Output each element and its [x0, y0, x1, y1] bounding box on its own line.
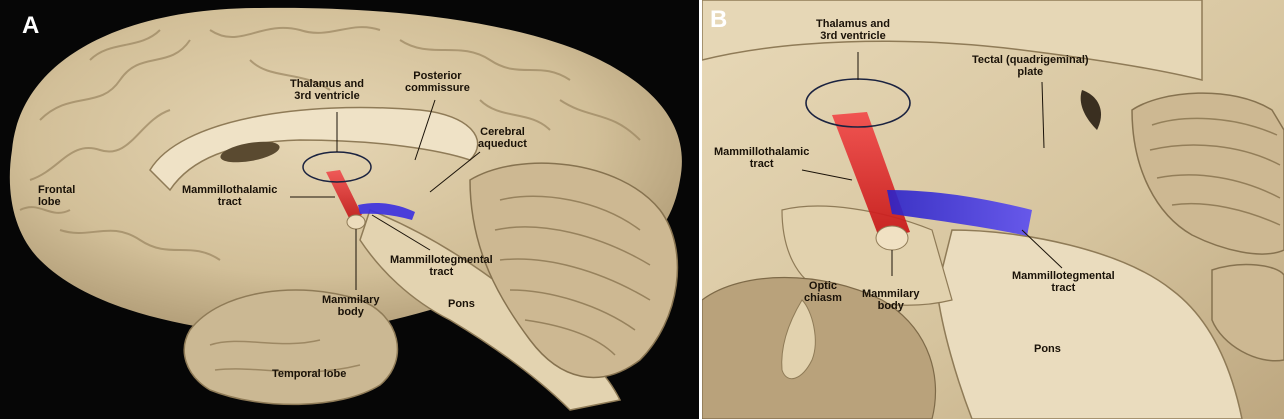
brain-sagittal-photo-a: [9, 7, 682, 411]
pons-b: [936, 229, 1243, 419]
label-cerebral-aqueduct-a: Cerebral aqueduct: [478, 126, 527, 150]
label-thalamus-b-line2: 3rd ventricle: [820, 30, 886, 42]
label-mammilary-a-line1: Mammilary: [322, 294, 380, 306]
label-aqueduct-line1: Cerebral: [480, 126, 525, 138]
gyri-texture: [19, 26, 641, 261]
mammillothalamic-tract-red-b: [832, 112, 910, 240]
label-mammilary-body-a: Mammilary body: [322, 294, 379, 318]
upper-structure: [702, 0, 1203, 81]
label-mteg-b-line1: Mammillotegmental: [1012, 270, 1115, 282]
mammillary-body-a: [346, 214, 366, 230]
label-aqueduct-line2: aqueduct: [478, 138, 527, 150]
mammillary-body-b: [875, 225, 909, 251]
cerebellar-folia: [494, 195, 651, 356]
label-mteg-b-line2: tract: [1051, 282, 1076, 294]
leader-lines-b: [801, 52, 1063, 276]
label-thalamus-b: Thalamus and 3rd ventricle: [816, 18, 890, 42]
leader-lines-a: [290, 99, 481, 290]
panel-a: A Thalamus and 3rd ventricle Posterior c…: [0, 0, 699, 419]
label-mammillothalamic-a: Mammillothalamic tract: [182, 184, 277, 208]
label-posterior-line1: Posterior: [413, 70, 462, 82]
label-posterior-line2: commissure: [405, 82, 470, 94]
label-mteg-a-line2: tract: [429, 266, 454, 278]
label-frontal-line1: Frontal: [38, 184, 76, 196]
lower-left-tissue: [702, 277, 937, 419]
label-tectal-line2: plate: [1017, 66, 1044, 78]
label-pons-a: Pons: [448, 298, 475, 310]
label-mammilary-b-line1: Mammilary: [862, 288, 920, 300]
label-mammilary-body-b: Mammilary body: [862, 288, 919, 312]
cerebellum-b: [1131, 92, 1284, 255]
label-mteg-a-line1: Mammillotegmental: [390, 254, 493, 266]
label-mammilary-b-line2: body: [877, 300, 904, 312]
label-mammillotegmental-a: Mammillotegmental tract: [390, 254, 493, 278]
cerebellar-folia-b: [1149, 117, 1281, 226]
ventricle-opening: [220, 141, 280, 163]
panel-b: B Thalamus and 3rd ventricle Tectal (qua…: [702, 0, 1284, 419]
label-optic-line1: Optic: [808, 280, 838, 292]
label-thalamus-a: Thalamus and 3rd ventricle: [290, 78, 364, 102]
brain-sagittal-photo-b: [702, 0, 1284, 419]
label-tectal-plate-b: Tectal (quadrigeminal) plate: [972, 54, 1089, 78]
label-mtt-b-line2: tract: [749, 158, 774, 170]
panel-a-letter: A: [22, 12, 40, 39]
label-pons-b: Pons: [1034, 343, 1061, 355]
mammillotegmental-tract-blue-b: [887, 190, 1032, 236]
label-optic-line2: chiasm: [804, 292, 842, 304]
label-frontal-line2: lobe: [38, 196, 61, 208]
label-mtt-b-line1: Mammillothalamic: [714, 146, 810, 158]
label-mammilary-a-line2: body: [337, 306, 364, 318]
label-mammillotegmental-b: Mammillotegmental tract: [1012, 270, 1115, 294]
optic-chiasm-shape: [781, 299, 816, 380]
temporal-lobe: [183, 289, 399, 406]
dark-recess: [1080, 90, 1102, 130]
label-tectal-line1: Tectal (quadrigeminal): [972, 54, 1089, 66]
panel-b-letter: B: [710, 6, 728, 33]
label-posterior-commissure-a: Posterior commissure: [405, 70, 470, 94]
label-mtt-a-line1: Mammillothalamic: [182, 184, 278, 196]
label-optic-chiasm-b: Optic chiasm: [804, 280, 842, 304]
label-thalamus-b-line1: Thalamus and: [816, 18, 890, 30]
label-thalamus-a-line1: Thalamus and: [290, 78, 364, 90]
label-thalamus-a-line2: 3rd ventricle: [294, 90, 360, 102]
label-frontal-lobe-a: Frontal lobe: [38, 184, 75, 208]
label-mammillothalamic-b: Mammillothalamic tract: [714, 146, 809, 170]
mammillotegmental-tract-blue: [358, 202, 415, 220]
label-temporal-lobe-a: Temporal lobe: [272, 368, 347, 380]
label-mtt-a-line2: tract: [217, 196, 242, 208]
